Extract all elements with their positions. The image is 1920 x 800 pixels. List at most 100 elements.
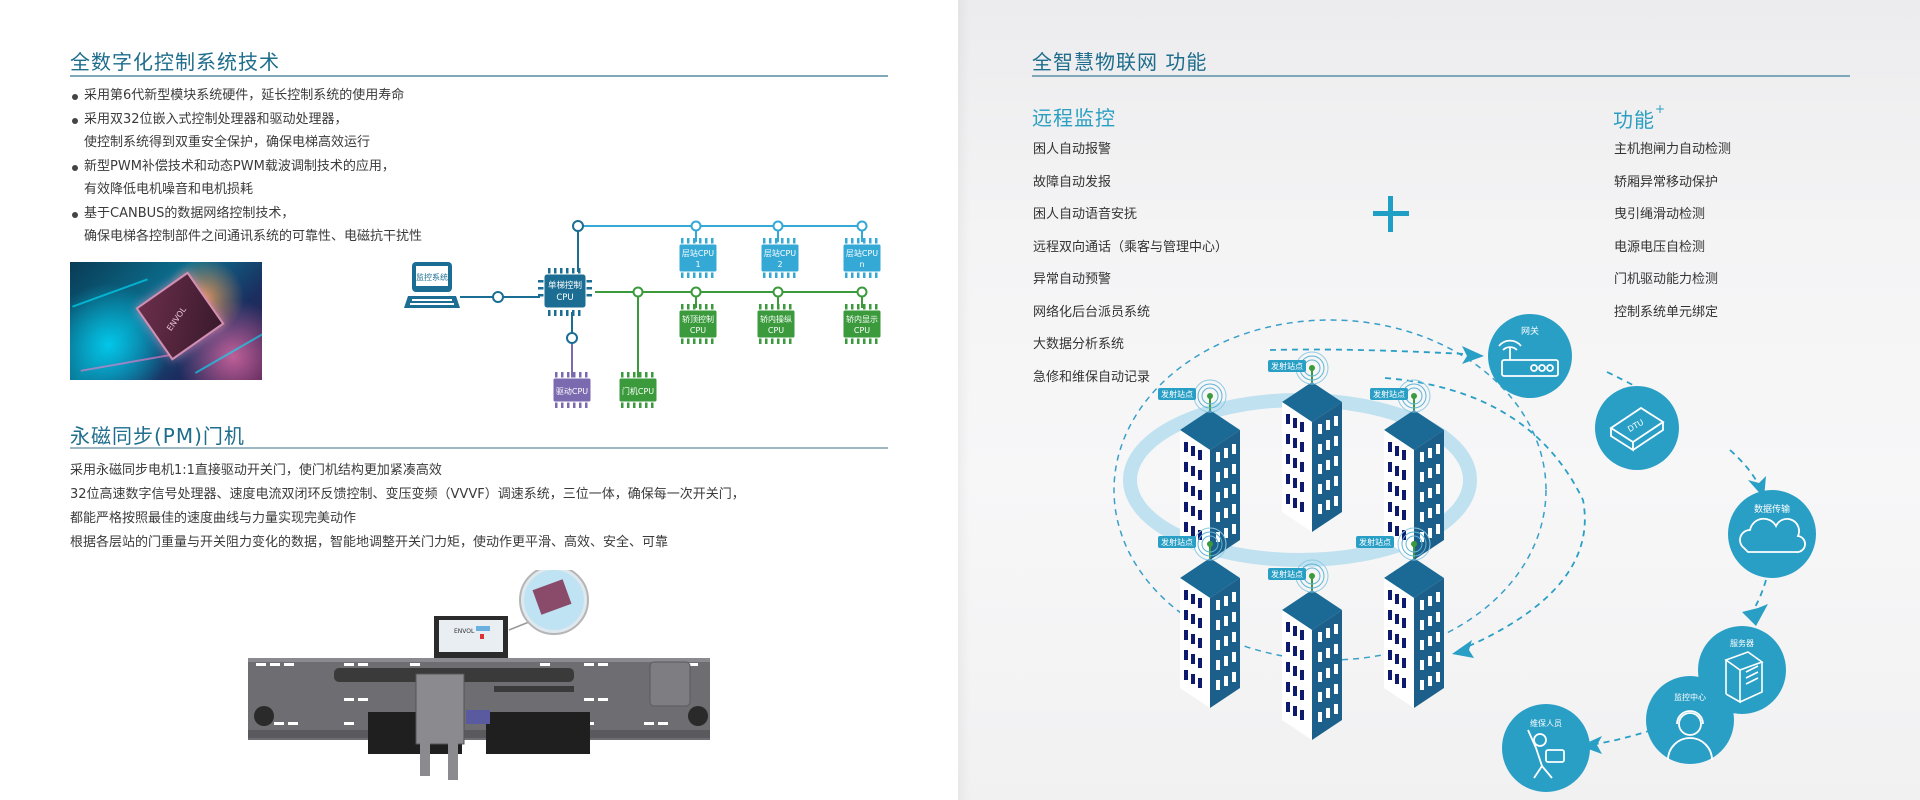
dashed-orbit bbox=[1113, 319, 1547, 661]
data-transfer-label: 数据传输 bbox=[1754, 503, 1790, 515]
station-tag: 发射站点 bbox=[1161, 389, 1193, 399]
building bbox=[1281, 559, 1343, 741]
door-lock-mechanism bbox=[415, 673, 490, 780]
list-item: 大数据分析系统 bbox=[1033, 337, 1125, 352]
dtu-node: DTU bbox=[1595, 386, 1679, 470]
bullet-item: 采用双32位嵌入式控制处理器和驱动处理器，使控制系统得到双重安全保护，确保电梯高… bbox=[70, 108, 490, 155]
bus-node bbox=[566, 332, 578, 344]
bus-node bbox=[772, 220, 784, 232]
door-hanger-right bbox=[486, 712, 590, 754]
main-control-cpu: 单梯控制 CPU bbox=[538, 268, 592, 316]
drive-cpu: 驱动CPU bbox=[552, 372, 592, 408]
paragraph-line: 32位高速数字信号处理器、速度电流双闭环反馈控制、变压变频（VVVF）调速系统，… bbox=[70, 487, 745, 502]
list-item: 异常自动预警 bbox=[1033, 272, 1112, 287]
iot-network-diagram: 发射站点 发射站点 发射站点 发射站点 发射站点 发射站点 网关 DTU 数据传… bbox=[1113, 314, 1816, 792]
processor-chip: ENVOL bbox=[135, 271, 225, 361]
door-controller-box: ENVOL bbox=[434, 616, 508, 658]
feature-bullet-list: 采用第6代新型模块系统硬件，延长控制系统的使用寿命 采用双32位嵌入式控制处理器… bbox=[70, 84, 490, 249]
circuit-trace bbox=[194, 332, 262, 374]
plus-functions-title: 功能+ bbox=[1613, 102, 1667, 132]
canbus-network-diagram: 监控系统 单梯控制 CPU 层站CPU 1 层站CPU 2 bbox=[404, 220, 882, 408]
bus-node bbox=[856, 220, 868, 232]
server-icon bbox=[1724, 651, 1764, 704]
list-item: 困人自动报警 bbox=[1033, 142, 1112, 157]
station-tag: 发射站点 bbox=[1359, 537, 1391, 547]
svg-text:层站CPU: 层站CPU bbox=[764, 248, 796, 258]
svg-text:1: 1 bbox=[695, 260, 700, 269]
car-top-cpu: 轿顶控制 CPU bbox=[678, 304, 718, 344]
title-divider bbox=[70, 447, 888, 449]
left-page: 全数字化控制系统技术 采用第6代新型模块系统硬件，延长控制系统的使用寿命 采用双… bbox=[0, 0, 958, 800]
title-divider bbox=[1032, 75, 1850, 77]
svg-text:n: n bbox=[859, 260, 864, 269]
svg-text:层站CPU: 层站CPU bbox=[846, 248, 878, 258]
bullet-item: 新型PWM补偿技术和动态PWM载波调制技术的应用，有效降低电机噪音和电机损耗 bbox=[70, 155, 490, 202]
svg-text:单梯控制: 单梯控制 bbox=[548, 280, 582, 291]
svg-text:CPU: CPU bbox=[854, 326, 870, 335]
gateway-label: 网关 bbox=[1521, 325, 1539, 337]
paragraph-line: 根据各层站的门重量与开关阻力变化的数据，智能地调整开关门力矩，使动作更平滑、高效… bbox=[70, 535, 669, 550]
floor-cpu-2: 层站CPU 2 bbox=[760, 238, 800, 278]
list-item: 电源电压自检测 bbox=[1614, 239, 1706, 255]
headset-person-icon bbox=[1667, 710, 1713, 761]
svg-text:CPU: CPU bbox=[768, 326, 784, 335]
list-item: 曳引绳滑动检测 bbox=[1614, 207, 1706, 222]
monitoring-center-label: 监控中心 bbox=[1674, 692, 1706, 702]
list-item: 急修和维保自动记录 bbox=[1033, 369, 1151, 385]
svg-text:轿内显示: 轿内显示 bbox=[846, 314, 878, 324]
bullet-item: 采用第6代新型模块系统硬件，延长控制系统的使用寿命 bbox=[70, 84, 490, 108]
paragraph-line: 采用永磁同步电机1:1直接驱动开关门，使门机结构更加紧凑高效 bbox=[70, 463, 442, 478]
maintenance-staff-node: 维保人员 bbox=[1502, 704, 1590, 792]
floor-cpu-1: 层站CPU 1 bbox=[678, 238, 718, 278]
svg-text:2: 2 bbox=[777, 260, 782, 269]
bullet-item: 基于CANBUS的数据网络控制技术，确保电梯各控制部件之间通讯系统的可靠性、电磁… bbox=[70, 202, 490, 249]
bus-node bbox=[690, 220, 702, 232]
router-icon bbox=[1498, 339, 1559, 377]
list-item: 控制系统单元绑定 bbox=[1614, 304, 1719, 320]
car-operation-cpu: 轿内操纵 CPU bbox=[756, 304, 796, 344]
dtu-device-icon bbox=[1609, 406, 1665, 452]
data-transfer-node: 数据传输 bbox=[1728, 490, 1816, 578]
section-title-digital-control: 全数字化控制系统技术 bbox=[70, 50, 280, 74]
station-tag: 发射站点 bbox=[1161, 537, 1193, 547]
plus-icon bbox=[1373, 196, 1409, 232]
list-item: 网络化后台派员系统 bbox=[1033, 304, 1151, 320]
bus-node bbox=[492, 291, 504, 303]
worker-icon bbox=[1527, 729, 1565, 779]
station-tag: 发射站点 bbox=[1271, 361, 1303, 371]
circuit-trace bbox=[72, 278, 148, 308]
svg-text:轿顶控制: 轿顶控制 bbox=[682, 314, 714, 324]
list-item: 主机抱闸力自动检测 bbox=[1614, 142, 1732, 157]
list-item: 困人自动语音安抚 bbox=[1033, 207, 1138, 222]
svg-text:轿内操纵: 轿内操纵 bbox=[760, 314, 792, 324]
floor-cpu-n: 层站CPU n bbox=[842, 238, 882, 278]
magnifier-callout bbox=[508, 570, 589, 635]
bus-node bbox=[690, 286, 702, 298]
station-tag: 发射站点 bbox=[1271, 569, 1303, 579]
station-tag: 发射站点 bbox=[1373, 389, 1405, 399]
list-item: 门机驱动能力检测 bbox=[1614, 272, 1719, 287]
monitoring-center-node: 监控中心 bbox=[1646, 676, 1734, 764]
title-divider bbox=[70, 75, 888, 77]
building bbox=[1281, 351, 1343, 533]
station-tags: 发射站点 发射站点 发射站点 发射站点 发射站点 发射站点 bbox=[1158, 360, 1408, 580]
door-operator-illustration: ENVOL bbox=[248, 570, 710, 780]
bus-node bbox=[632, 286, 644, 298]
remote-monitoring-title: 远程监控 bbox=[1032, 106, 1116, 130]
svg-text:驱动CPU: 驱动CPU bbox=[556, 386, 588, 396]
section-title-iot: 全智慧物联网 功能 bbox=[1032, 50, 1208, 74]
bus-nodes bbox=[492, 220, 868, 344]
svg-text:CPU: CPU bbox=[556, 293, 573, 303]
list-item: 轿厢异常移动保护 bbox=[1614, 174, 1719, 190]
svg-text:CPU: CPU bbox=[690, 326, 706, 335]
door-cpu: 门机CPU bbox=[618, 372, 658, 408]
circuit-trace bbox=[80, 354, 170, 372]
cloud-icon bbox=[1739, 517, 1806, 553]
section-title-pm-door: 永磁同步(PM)门机 bbox=[70, 424, 245, 448]
building bbox=[1383, 527, 1445, 709]
car-display-cpu: 轿内显示 CPU bbox=[842, 304, 882, 344]
server-label: 服务器 bbox=[1730, 638, 1754, 648]
svg-text:层站CPU: 层站CPU bbox=[682, 248, 714, 258]
gateway-node: 网关 bbox=[1488, 314, 1572, 398]
monitor-computer-icon: 监控系统 bbox=[404, 262, 460, 308]
